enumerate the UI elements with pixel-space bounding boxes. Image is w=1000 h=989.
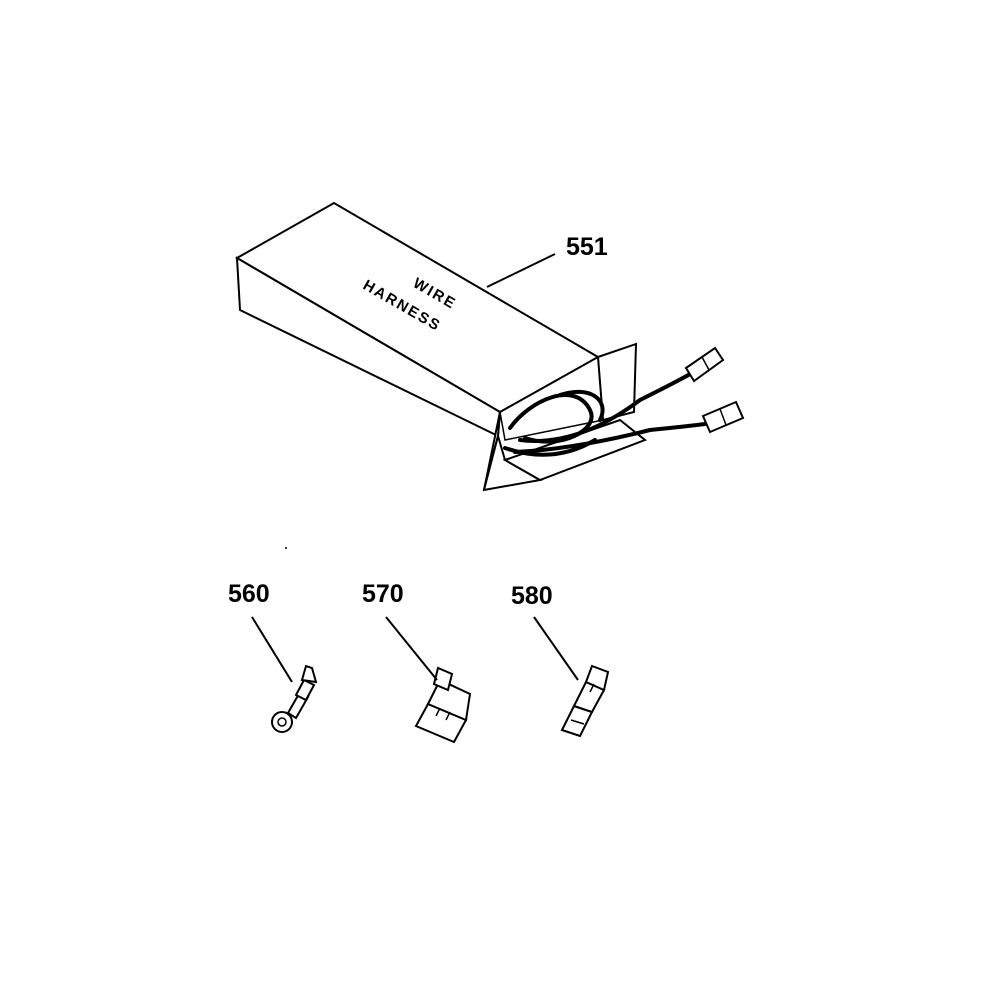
leader-line-551 — [486, 253, 556, 288]
callout-560: 560 — [228, 580, 270, 608]
callout-551: 551 — [566, 233, 608, 261]
flag-terminal — [414, 666, 472, 744]
leader-line-580 — [533, 616, 579, 681]
ring-terminal — [271, 664, 318, 733]
leader-line-560 — [251, 616, 293, 683]
speck — [285, 547, 287, 549]
wire-harness-package: WIRE HARNESS — [234, 201, 745, 492]
callout-570: 570 — [362, 580, 404, 608]
leader-line-570 — [385, 616, 438, 681]
harness-connector-lower — [701, 400, 745, 434]
female-terminal — [560, 664, 610, 738]
callout-580: 580 — [511, 582, 553, 610]
harness-connector-upper — [684, 346, 725, 383]
